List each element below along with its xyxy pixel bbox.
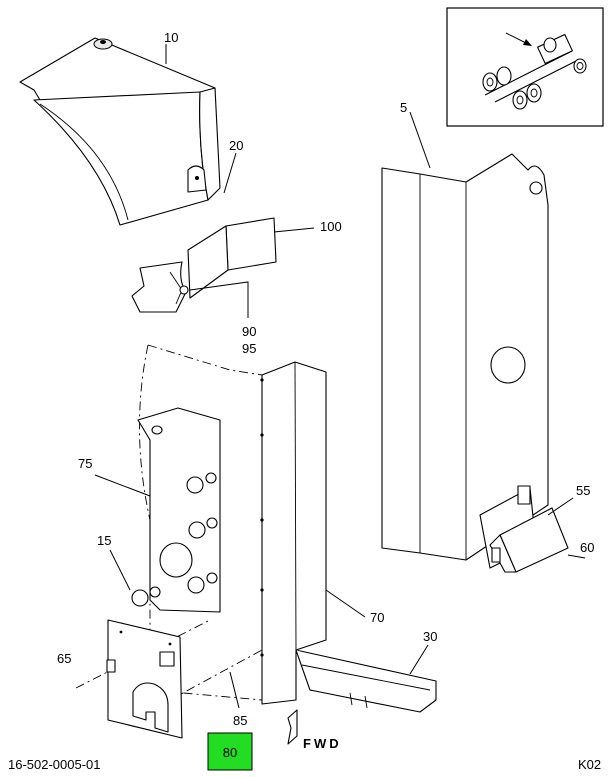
callout-80-highlight[interactable] bbox=[207, 732, 253, 771]
callout-65[interactable]: 65 bbox=[57, 651, 71, 666]
panel-70-rivets bbox=[260, 378, 264, 657]
locator-inset bbox=[446, 7, 604, 127]
callout-80[interactable]: 80 bbox=[223, 745, 237, 760]
callout-100[interactable]: 100 bbox=[320, 219, 342, 234]
part-75-plate bbox=[131, 407, 221, 613]
callout-60[interactable]: 60 bbox=[580, 540, 594, 555]
callout-95[interactable]: 95 bbox=[242, 341, 256, 356]
truck-chassis-icon bbox=[482, 33, 587, 110]
callout-20[interactable]: 20 bbox=[229, 138, 243, 153]
part-30-rail bbox=[295, 649, 437, 713]
callout-75[interactable]: 75 bbox=[78, 456, 92, 471]
part-5-panel bbox=[381, 153, 549, 561]
fwd-arrow-icon bbox=[287, 709, 298, 745]
callout-30[interactable]: 30 bbox=[423, 629, 437, 644]
part-55-bracket bbox=[479, 485, 569, 573]
callout-70[interactable]: 70 bbox=[370, 610, 384, 625]
callout-90[interactable]: 90 bbox=[242, 324, 256, 339]
sheet-code: K02 bbox=[578, 757, 601, 772]
leader-lines bbox=[94, 44, 586, 709]
callout-15[interactable]: 15 bbox=[97, 533, 111, 548]
callout-5[interactable]: 5 bbox=[400, 100, 407, 115]
fwd-label: FWD bbox=[303, 736, 342, 751]
callout-85[interactable]: 85 bbox=[233, 713, 247, 728]
drawing-number: 16-502-0005-01 bbox=[8, 757, 101, 772]
callout-55[interactable]: 55 bbox=[576, 483, 590, 498]
part-80-plate bbox=[75, 619, 263, 739]
knob-group bbox=[131, 472, 218, 607]
part-10-fender bbox=[19, 37, 221, 226]
callout-10[interactable]: 10 bbox=[164, 30, 178, 45]
part-100-bracket bbox=[131, 217, 277, 313]
